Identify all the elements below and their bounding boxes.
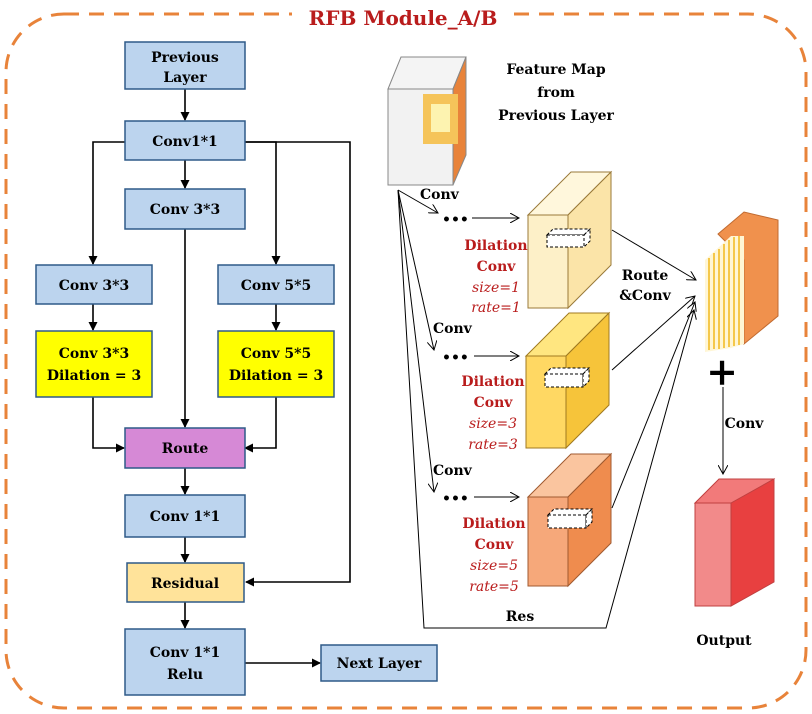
box-next-layer: Next Layer <box>320 644 438 682</box>
box-dilated-conv5x5: Conv 5*5 Dilation = 3 <box>217 330 335 398</box>
box-conv5x5-right: Conv 5*5 <box>217 264 335 305</box>
residual-label: Residual <box>151 576 219 592</box>
route-label: Route <box>162 441 209 457</box>
box-conv3x3-center: Conv 3*3 <box>124 188 246 230</box>
conv1x1-top-label: Conv1*1 <box>152 134 218 150</box>
module-title: RFB Module_A/B <box>309 6 498 30</box>
box-conv1x1-top: Conv1*1 <box>124 120 246 161</box>
box-conv3x3-left: Conv 3*3 <box>35 264 153 305</box>
b3-title-2: Conv <box>475 537 515 553</box>
dil5x5-line2: Dilation = 3 <box>229 368 323 384</box>
box-conv1x1-mid: Conv 1*1 <box>124 494 246 538</box>
conv-relu-line1: Conv 1*1 <box>150 645 220 661</box>
b3-size: size=5 <box>470 558 518 574</box>
conv-label-3: Conv <box>433 463 473 479</box>
b3-title-1: Dilation <box>462 516 525 532</box>
conv3x3-left-label: Conv 3*3 <box>59 278 129 294</box>
title-backdrop <box>292 4 514 32</box>
b2-rate: rate=3 <box>468 437 518 453</box>
output-label: Output <box>696 633 752 649</box>
conv5x5-right-label: Conv 5*5 <box>241 278 311 294</box>
dots-2: ••• <box>442 350 469 366</box>
conv-relu-line2: Relu <box>167 667 203 683</box>
flowchart <box>88 89 351 668</box>
route-conv-line1: Route <box>622 268 669 284</box>
b2-title-2: Conv <box>474 395 514 411</box>
b1-title-1: Dilation <box>464 238 527 254</box>
dots-3: ••• <box>442 491 469 507</box>
input-feature-map-cube <box>387 56 467 186</box>
b2-size: size=3 <box>469 416 517 432</box>
branch-cube-3 <box>526 452 613 588</box>
previous-layer-line1: Previous <box>151 50 219 66</box>
branch-1-labels: Dilation Conv size=1 rate=1 <box>464 238 527 316</box>
branch-cube-1 <box>526 170 613 310</box>
box-route: Route <box>124 427 246 469</box>
feature-header-line1: Feature Map <box>506 62 606 78</box>
concat-feature-stack <box>705 211 779 352</box>
conv-label-1: Conv <box>420 187 460 203</box>
fan-arrows <box>397 189 723 629</box>
dots-1: ••• <box>442 212 469 228</box>
box-dilated-conv3x3: Conv 3*3 Dilation = 3 <box>35 330 153 398</box>
conv1x1-mid-label: Conv 1*1 <box>150 509 220 525</box>
box-conv1x1-relu: Conv 1*1 Relu <box>124 628 246 696</box>
conv-down-label: Conv <box>725 416 765 432</box>
branch-cube-2 <box>524 311 611 450</box>
next-layer-label: Next Layer <box>337 656 422 672</box>
route-conv-line2: &Conv <box>619 288 671 304</box>
branch-3-labels: Dilation Conv size=5 rate=5 <box>462 516 525 595</box>
dil3x3-line1: Conv 3*3 <box>59 346 129 362</box>
output-cube <box>693 478 776 607</box>
conv-label-2: Conv <box>433 321 473 337</box>
b2-title-1: Dilation <box>461 374 524 390</box>
feature-header-line3: Previous Layer <box>498 108 614 124</box>
box-previous-layer: Previous Layer <box>124 41 246 90</box>
module-frame <box>4 12 808 710</box>
previous-layer-line2: Layer <box>163 70 207 86</box>
b1-rate: rate=1 <box>471 300 521 316</box>
conv3x3-center-label: Conv 3*3 <box>150 202 220 218</box>
dil3x3-line2: Dilation = 3 <box>47 368 141 384</box>
feature-header-line2: from <box>537 85 575 101</box>
branch-2-labels: Dilation Conv size=3 rate=3 <box>461 374 524 453</box>
b1-size: size=1 <box>472 280 520 296</box>
b1-title-2: Conv <box>477 259 517 275</box>
plus-sign: + <box>706 349 738 394</box>
dil5x5-line1: Conv 5*5 <box>241 346 311 362</box>
b3-rate: rate=5 <box>469 579 519 595</box>
box-residual: Residual <box>126 562 245 603</box>
res-label: Res <box>506 609 535 625</box>
